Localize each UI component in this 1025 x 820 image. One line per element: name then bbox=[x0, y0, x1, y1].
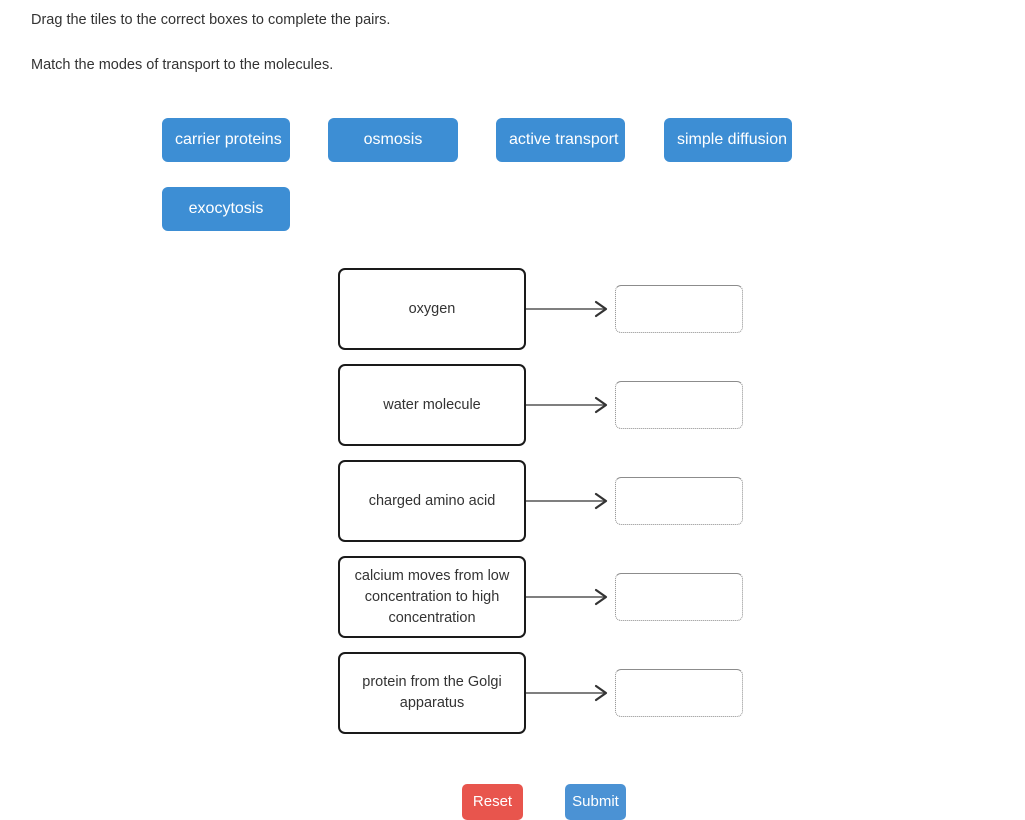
arrow-right-icon bbox=[526, 588, 608, 606]
tile-row-1: carrier proteins osmosis active transpor… bbox=[162, 118, 862, 162]
drop-target-calcium-gradient[interactable] bbox=[615, 573, 743, 621]
prompt-box-water-molecule: water molecule bbox=[338, 364, 526, 446]
pair-row: calcium moves from low concentration to … bbox=[338, 556, 743, 638]
drop-target-charged-amino-acid[interactable] bbox=[615, 477, 743, 525]
tile-carrier-proteins[interactable]: carrier proteins bbox=[162, 118, 290, 162]
drop-target-water-molecule[interactable] bbox=[615, 381, 743, 429]
instruction-line-2: Match the modes of transport to the mole… bbox=[31, 57, 334, 73]
tile-simple-diffusion[interactable]: simple diffusion bbox=[664, 118, 792, 162]
drop-target-oxygen[interactable] bbox=[615, 285, 743, 333]
prompt-box-calcium-gradient: calcium moves from low concentration to … bbox=[338, 556, 526, 638]
tile-active-transport[interactable]: active transport bbox=[496, 118, 625, 162]
prompt-box-golgi-protein: protein from the Golgi apparatus bbox=[338, 652, 526, 734]
tile-row-2: exocytosis bbox=[162, 187, 862, 231]
tile-tray: carrier proteins osmosis active transpor… bbox=[162, 118, 862, 231]
arrow-right-icon bbox=[526, 684, 608, 702]
reset-button[interactable]: Reset bbox=[462, 784, 523, 820]
action-bar: Reset Submit bbox=[462, 784, 626, 820]
pair-row: water molecule bbox=[338, 364, 743, 446]
instructions-block: Drag the tiles to the correct boxes to c… bbox=[31, 10, 831, 76]
tile-osmosis[interactable]: osmosis bbox=[328, 118, 458, 162]
prompt-box-oxygen: oxygen bbox=[338, 268, 526, 350]
tile-exocytosis[interactable]: exocytosis bbox=[162, 187, 290, 231]
arrow-right-icon bbox=[526, 300, 608, 318]
pair-row: protein from the Golgi apparatus bbox=[338, 652, 743, 734]
pair-row: charged amino acid bbox=[338, 460, 743, 542]
prompt-box-charged-amino-acid: charged amino acid bbox=[338, 460, 526, 542]
instruction-line-1: Drag the tiles to the correct boxes to c… bbox=[31, 12, 391, 28]
pair-list: oxygen water molecule charged amino acid… bbox=[338, 268, 743, 748]
arrow-right-icon bbox=[526, 492, 608, 510]
pair-row: oxygen bbox=[338, 268, 743, 350]
drop-target-golgi-protein[interactable] bbox=[615, 669, 743, 717]
submit-button[interactable]: Submit bbox=[565, 784, 626, 820]
arrow-right-icon bbox=[526, 396, 608, 414]
